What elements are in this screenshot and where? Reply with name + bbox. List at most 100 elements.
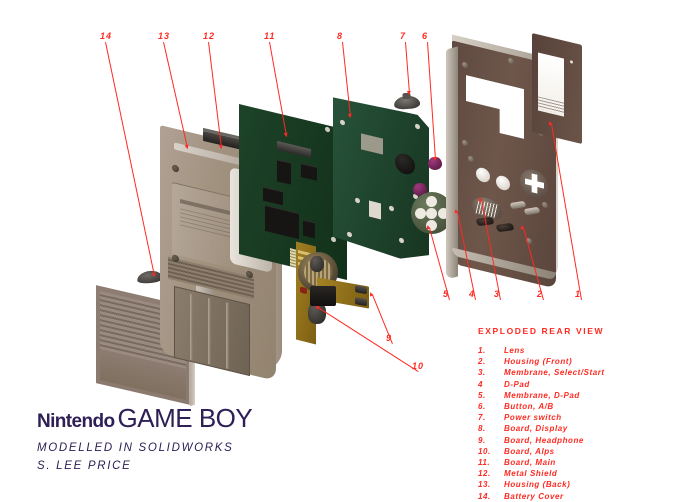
legend-item-number: 6.: [478, 402, 486, 412]
callout-number-8: 8: [337, 31, 344, 41]
legend-item-label: Membrane, Select/Start: [504, 368, 605, 378]
legend-item-label: Membrane, D-Pad: [504, 390, 580, 400]
legend-item: 12. Metal Shield: [478, 468, 693, 479]
legend-item-number: 4: [478, 379, 483, 389]
part-board-main: [239, 104, 347, 280]
callout-arrow-11: [283, 132, 289, 138]
legend-item-label: Battery Cover: [504, 491, 564, 501]
headphone-jack-block: [310, 286, 336, 306]
mount-hole: [389, 205, 394, 212]
callout-arrow-8: [347, 113, 353, 119]
display-pcb: [333, 94, 429, 265]
callout-number-10: 10: [412, 361, 425, 371]
nintendo-wordmark: Nintendo: [37, 411, 115, 432]
callout-number-3: 3: [494, 289, 501, 299]
chip: [277, 159, 291, 185]
alps-knob-small: [310, 256, 324, 272]
pcb-cutout: [369, 200, 381, 220]
membrane-hole: [438, 208, 449, 219]
legend-item: 4 D-Pad: [478, 379, 693, 390]
gameboy-wordmark: GAME BOY: [117, 403, 253, 433]
mount-hole: [325, 126, 330, 133]
legend-item: 1.Lens: [478, 345, 693, 356]
callout-number-12: 12: [203, 31, 216, 41]
alps-knob-large: [308, 302, 326, 324]
legend-title: EXPLODED REAR VIEW: [478, 326, 605, 336]
legend-item-label: Metal Shield: [504, 469, 558, 479]
headphone-port: [355, 285, 367, 295]
callout-number-2: 2: [537, 289, 544, 299]
membrane-hole: [426, 220, 437, 231]
callout-number-1: 1: [575, 289, 582, 299]
legend-item: 3. Membrane, Select/Start: [478, 367, 693, 378]
callout-arrow-6: [432, 156, 438, 162]
legend-item-label: Housing (Back): [504, 480, 571, 490]
mount-hole: [347, 231, 352, 238]
legend-item-number: 12.: [478, 469, 491, 479]
front-shell-left-rim: [446, 46, 458, 280]
callout-number-11: 11: [264, 31, 276, 41]
legend-item-number: 3.: [478, 368, 486, 378]
brand-logo-line: Nintendo GAME BOY: [37, 403, 253, 434]
legend-item: 6. Button, A/B: [478, 401, 693, 412]
part-lens: [532, 32, 582, 145]
callout-arrow-12: [218, 144, 224, 150]
legend-item-number: 10.: [478, 446, 491, 456]
legend-item: 13. Housing (Back): [478, 479, 693, 490]
legend-item-number: 8.: [478, 424, 486, 434]
callout-number-4: 4: [469, 289, 476, 299]
legend-item-number: 14.: [478, 491, 491, 501]
callout-arrow-13: [184, 144, 190, 150]
legend-item-label: Power switch: [504, 413, 562, 423]
brand-block: Nintendo GAME BOY MODELLED IN SOLIDWORKS…: [37, 403, 253, 472]
legend-item: 7. Power switch: [478, 412, 693, 423]
callout-leader-14: [105, 42, 155, 277]
mount-hole: [399, 237, 404, 244]
callout-arrow-7: [406, 90, 412, 96]
callout-number-9: 9: [386, 333, 393, 343]
mount-hole: [340, 119, 345, 126]
legend-item: 11. Board, Main: [478, 457, 693, 468]
callout-number-7: 7: [400, 31, 407, 41]
part-board-display: [333, 106, 429, 254]
legend-item-number: 5.: [478, 390, 486, 400]
legend-item-number: 2.: [478, 357, 486, 367]
legend-item: 14. Battery Cover: [478, 491, 693, 502]
legend-item-label: Housing (Front): [504, 357, 573, 367]
callout-number-5: 5: [443, 289, 450, 299]
legend-item: 9. Board, Headphone: [478, 435, 693, 446]
membrane-center: [426, 208, 437, 219]
membrane-hole: [415, 208, 426, 219]
legend-item-number: 7.: [478, 413, 486, 423]
callout-number-6: 6: [422, 31, 429, 41]
callout-arrow-1: [547, 120, 553, 126]
battery-divider: [226, 302, 229, 370]
callout-leader-7: [405, 42, 410, 95]
legend-item: 2. Housing (Front): [478, 356, 693, 367]
legend-item-number: 1.: [478, 346, 486, 355]
lens-power-led-window: [570, 60, 573, 64]
brand-subtitle: MODELLED IN SOLIDWORKS: [37, 442, 234, 454]
headphone-port: [355, 297, 367, 307]
mount-hole: [355, 197, 360, 204]
legend-item-label: Board, Headphone: [504, 435, 584, 445]
legend-item-label: Button, A/B: [504, 402, 554, 412]
legend-item-number: 13.: [478, 480, 491, 490]
chip: [303, 219, 315, 239]
legend-item: 8. Board, Display: [478, 423, 693, 434]
membrane-hole: [426, 196, 437, 207]
legend-item-label: Board, Alps: [504, 446, 555, 456]
callout-arrow-14: [151, 272, 157, 278]
legend-item-label: D-Pad: [504, 379, 530, 389]
legend-item-label: Board, Main: [504, 458, 556, 468]
callout-arrow-3: [477, 196, 483, 202]
brand-author: S. LEE PRICE: [37, 460, 132, 472]
legend-item-label: Board, Display: [504, 424, 568, 434]
battery-divider: [208, 298, 211, 365]
legend-item-number: 11.: [478, 458, 491, 468]
callout-arrow-4: [453, 208, 459, 214]
legend-item-number: 9.: [478, 435, 486, 445]
